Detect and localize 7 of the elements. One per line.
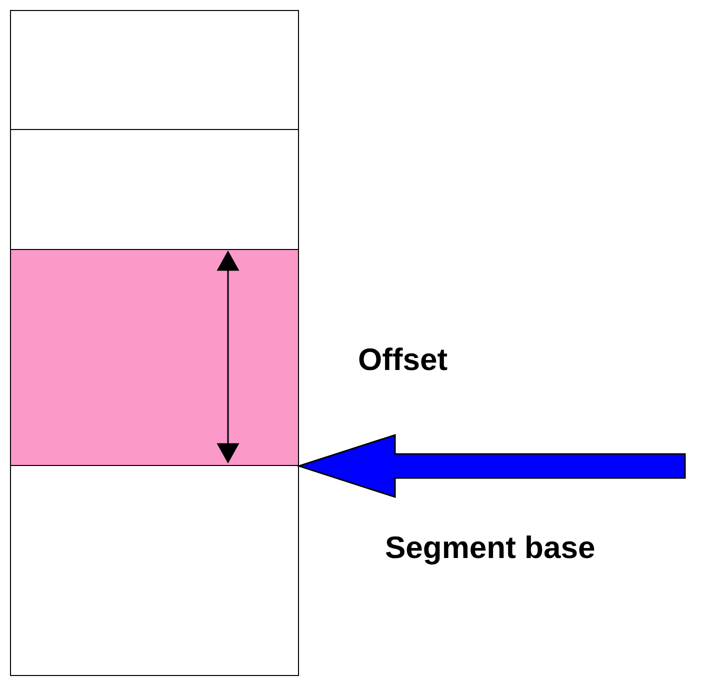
arrow [296, 434, 686, 498]
memory-block [10, 465, 299, 676]
memory-block [10, 129, 299, 250]
dimension-label: Offset [358, 342, 448, 378]
memory-block [10, 10, 299, 130]
edge-label: Segment base [385, 530, 596, 566]
memory-block [10, 249, 299, 466]
